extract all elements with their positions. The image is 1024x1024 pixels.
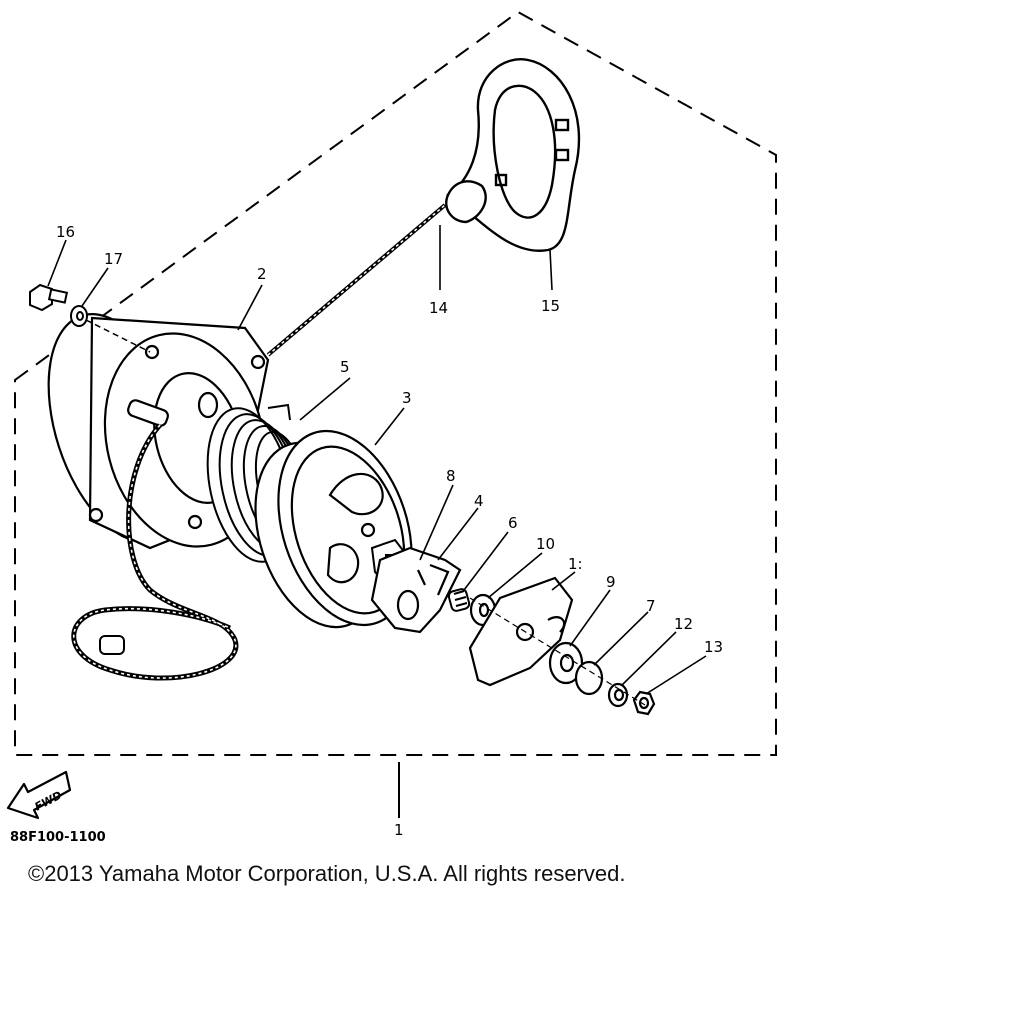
callout-1: 1	[394, 821, 404, 839]
assembly-boundary	[14, 10, 777, 756]
callout-17: 17	[104, 250, 123, 268]
washer-part-17	[70, 305, 88, 327]
callout-7: 7	[646, 597, 656, 615]
callout-5: 5	[340, 358, 350, 376]
callout-8: 8	[446, 467, 456, 485]
callout-16: 16	[56, 223, 75, 241]
callout-14: 14	[429, 299, 448, 317]
callout-15: 15	[541, 297, 560, 315]
copyright-notice: ©2013 Yamaha Motor Corporation, U.S.A. A…	[28, 861, 626, 886]
callout-6: 6	[508, 514, 518, 532]
callout-12: 12	[674, 615, 693, 633]
callout-11: 1:	[568, 555, 583, 573]
housing-part-2	[47, 313, 270, 550]
nut-part-13	[632, 690, 656, 716]
callout-10: 10	[536, 535, 555, 553]
callout-3: 3	[402, 389, 412, 407]
leader-lines	[47, 225, 707, 695]
forward-arrow-icon: FWD	[6, 770, 72, 820]
bolt-axis-line	[85, 319, 151, 353]
washer-part-7	[574, 660, 604, 696]
callout-13: 13	[704, 638, 723, 656]
spring-washer-part-12	[607, 682, 629, 708]
callout-9: 9	[606, 573, 616, 591]
spring-part-6	[447, 588, 471, 612]
starter-rope-part-14	[71, 203, 447, 681]
callout-4: 4	[474, 492, 484, 510]
callout-2: 2	[257, 265, 267, 283]
washer-part-9	[548, 641, 584, 685]
diagram-part-code: 88F100-1100	[10, 830, 106, 845]
pulley-axis-line	[469, 597, 646, 706]
cam-plate-part-4	[370, 546, 462, 634]
bolt-part-16	[29, 283, 69, 312]
starter-handle-part-15	[445, 58, 581, 252]
